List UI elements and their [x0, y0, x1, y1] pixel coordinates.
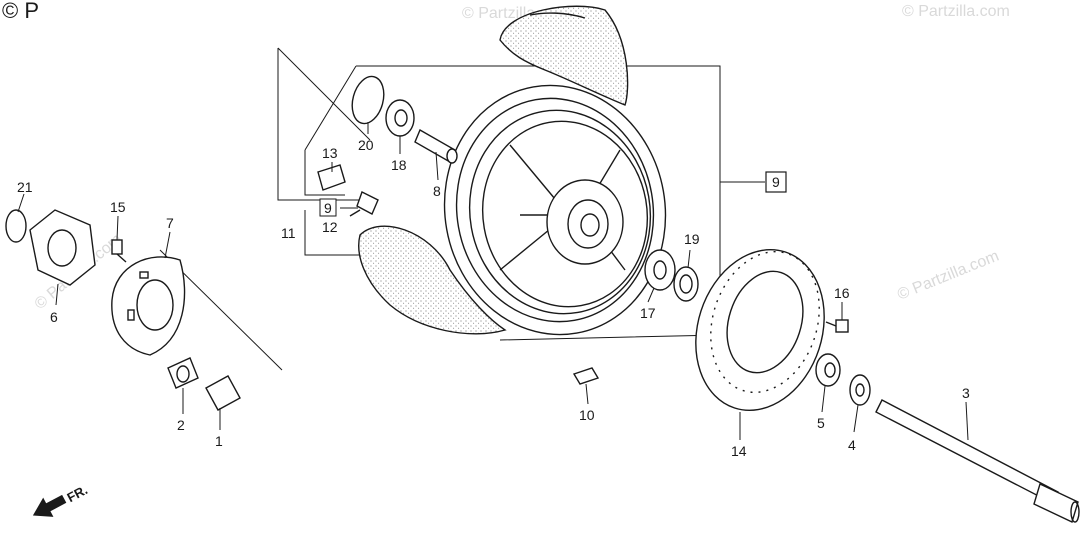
part-10-clip [572, 367, 600, 385]
part-7-shield-plate [111, 256, 186, 356]
callout-2: 2 [177, 417, 185, 433]
front-direction-label: FR. [64, 482, 90, 505]
front-arrow-icon [32, 494, 67, 517]
callout-7: 7 [166, 215, 174, 231]
callout-20: 20 [358, 137, 374, 153]
callout-21: 21 [17, 179, 33, 195]
part-1-plate [205, 375, 241, 411]
callout-18: 18 [391, 157, 407, 173]
part-6-driven-flange [29, 209, 96, 286]
callout-9-small: 9 [324, 200, 332, 216]
part-13-bracket [317, 164, 346, 191]
callout-19: 19 [684, 231, 700, 247]
leader-lines [17, 122, 969, 441]
part-20-o-ring [351, 75, 385, 125]
part-3-axle [875, 399, 1080, 523]
front-direction-indicator: FR. [32, 482, 90, 517]
callout-9-box [765, 171, 787, 193]
corner-copyright-watermark: © P [2, 0, 39, 23]
part-5-side-collar [815, 353, 841, 387]
callout-9-small-box [319, 198, 337, 217]
callout-12: 12 [322, 219, 338, 235]
part-21-circlip [5, 209, 27, 243]
part-12-valve-stem [349, 191, 379, 217]
part-17-bearing [644, 249, 676, 291]
callout-6: 6 [50, 309, 58, 325]
callout-4: 4 [848, 437, 856, 453]
tire-upper [499, 5, 629, 106]
watermark-top-right: © Partzilla.com [902, 3, 1010, 20]
callout-1: 1 [215, 433, 223, 449]
callout-15: 15 [110, 199, 126, 215]
callout-5: 5 [817, 415, 825, 431]
wheel-rim [443, 84, 667, 336]
part-16-bolt [825, 319, 849, 333]
callout-14: 14 [731, 443, 747, 459]
callout-labels: 21 6 15 7 2 1 20 18 8 13 9 12 11 9 19 17… [17, 137, 970, 459]
part-19-seal [673, 266, 699, 302]
part-18-bearing [385, 99, 415, 137]
part-4-washer [849, 374, 871, 406]
callout-13: 13 [322, 145, 338, 161]
tire-lower [358, 225, 507, 335]
callout-17: 17 [640, 305, 656, 321]
callout-16: 16 [834, 285, 850, 301]
callout-8: 8 [433, 183, 441, 199]
watermark-right: © Partzilla.com [895, 248, 1001, 304]
callout-3: 3 [962, 385, 970, 401]
part-2-collar [167, 357, 199, 389]
part-8-spacer [414, 128, 458, 164]
callout-11: 11 [281, 225, 296, 241]
callout-9: 9 [772, 174, 780, 190]
callout-10: 10 [579, 407, 595, 423]
part-14-brake-disc [695, 248, 825, 412]
